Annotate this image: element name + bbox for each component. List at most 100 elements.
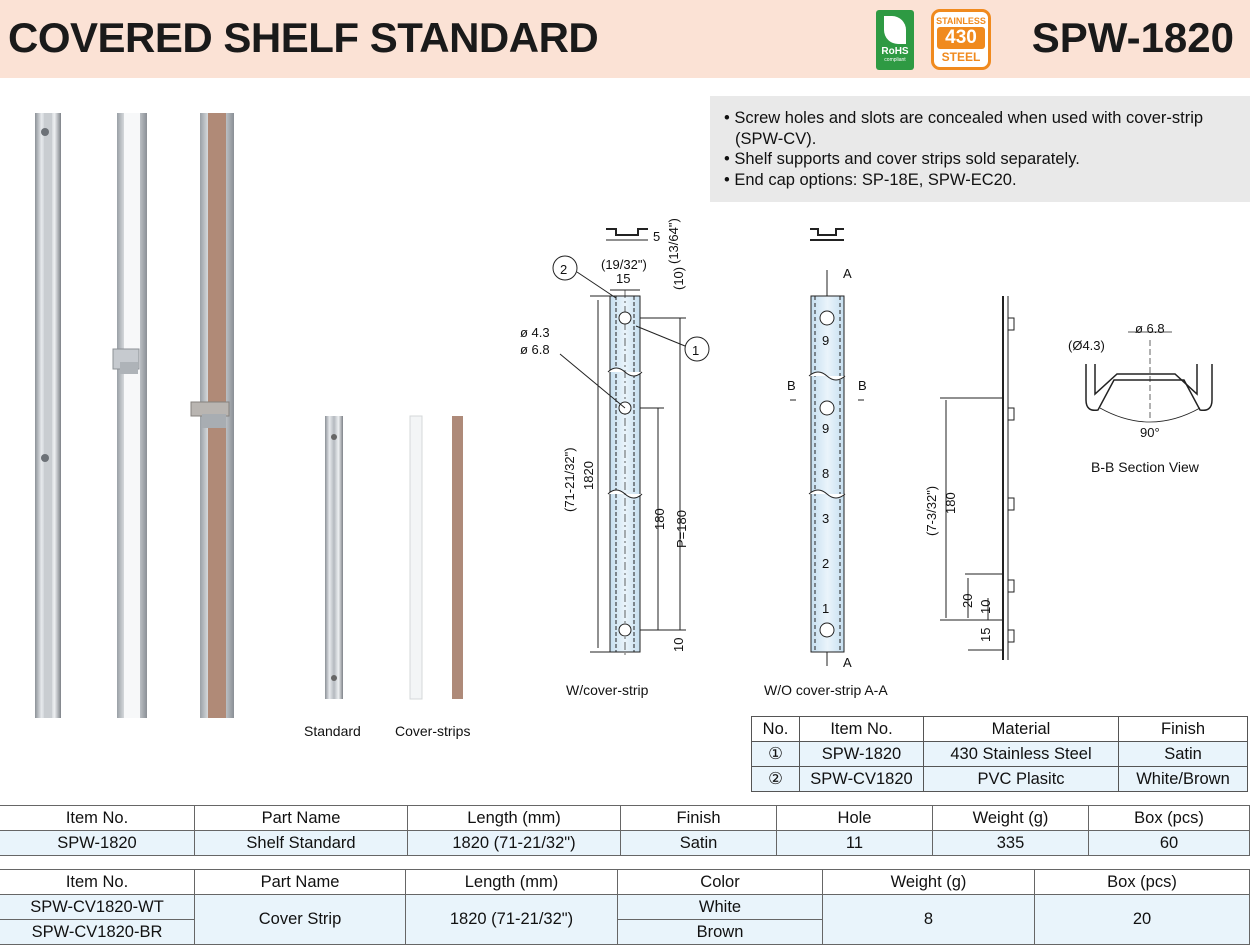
callout-2: 2 — [560, 262, 567, 277]
side-dim-10: 10 — [978, 600, 993, 614]
drawing-with-cover-labels: 5 (13/64") (19/32") 15 (10) ø 4.3 ø 6.8 … — [520, 218, 699, 652]
table-header: Box (pcs) — [1034, 869, 1250, 895]
table-cell: White/Brown — [1118, 766, 1248, 792]
table-row: ② SPW-CV1820 PVC Plasitc White/Brown — [751, 766, 1248, 792]
table-header-row: Item No. Part Name Length (mm) Color Wei… — [0, 869, 1250, 895]
table-header-row: No. Item No. Material Finish — [751, 716, 1248, 742]
table-cell: Shelf Standard — [194, 830, 408, 856]
table-header: Finish — [620, 805, 777, 831]
table-header-row: Item No. Part Name Length (mm) Finish Ho… — [0, 805, 1250, 831]
table-cell: 1820 (71-21/32") — [405, 894, 618, 945]
dim-10-bottom: 10 — [671, 638, 686, 652]
caption-standard: Standard — [304, 723, 361, 739]
drawing-without-cover-labels: A A B B 9 9 8 3 2 1 — [787, 266, 867, 670]
table-cell: 20 — [1034, 894, 1250, 945]
table-cell: Satin — [620, 830, 777, 856]
table-row: SPW-CV1820-WT Cover Strip 1820 (71-21/32… — [0, 894, 1250, 945]
table-header: Weight (g) — [932, 805, 1089, 831]
table-row: SPW-CV1820-BR Brown — [0, 919, 1250, 945]
scale-number: 3 — [822, 511, 829, 526]
table-row: ① SPW-1820 430 Stainless Steel Satin — [751, 741, 1248, 767]
caption-without-cover: W/O cover-strip A-A — [764, 682, 888, 698]
technical-drawing: 5 (13/64") (19/32") 15 (10) ø 4.3 ø 6.8 … — [35, 113, 1213, 718]
drawing-side-view-labels: (7-3/32") 180 20 10 15 — [924, 486, 993, 642]
table-header: Material — [923, 716, 1119, 742]
product-photo-standard — [35, 113, 61, 718]
table-header: Item No. — [799, 716, 924, 742]
dim-13-64: (13/64") — [666, 218, 681, 264]
product-photo-brown-cover — [190, 113, 234, 718]
note-item: End cap options: SP-18E, SPW-EC20. — [724, 170, 1250, 191]
dim-5: 5 — [653, 229, 660, 244]
product-photo-cover-strips — [409, 415, 463, 700]
spec-table: Item No. Part Name Length (mm) Finish Ho… — [0, 805, 1250, 856]
table-cell: ① — [751, 741, 800, 767]
steel-badge-bottom: STEEL — [941, 50, 981, 64]
dim-180: 180 — [652, 508, 667, 530]
steel-badge-grade: 430 — [937, 27, 985, 49]
table-cell: White — [617, 894, 823, 920]
table-header: Box (pcs) — [1088, 805, 1250, 831]
scale-number: 9 — [822, 333, 829, 348]
caption-cover-strips: Cover-strips — [395, 723, 471, 739]
table-cell: 335 — [932, 830, 1089, 856]
table-cell: ② — [751, 766, 800, 792]
steel-badge-top: STAINLESS — [936, 16, 986, 26]
table-header: Color — [617, 869, 823, 895]
model-number: SPW-1820 — [1031, 14, 1234, 61]
table-cell: Cover Strip — [194, 894, 406, 945]
dim-total-inch: (71-21/32") — [562, 447, 577, 512]
dim-hole-small: ø 4.3 — [520, 325, 550, 340]
stainless-steel-badge: STAINLESS 430 STEEL — [931, 9, 991, 70]
table-cell: SPW-1820 — [799, 741, 924, 767]
table-cell: SPW-CV1820 — [799, 766, 924, 792]
table-cell: SPW-1820 — [0, 830, 195, 856]
section-angle: 90° — [1140, 425, 1160, 440]
page-title: COVERED SHELF STANDARD — [8, 14, 599, 61]
header-banner: COVERED SHELF STANDARD RoHS compliant ST… — [0, 0, 1250, 78]
caption-with-cover: W/cover-strip — [566, 682, 649, 698]
section-b-left: B — [787, 378, 796, 393]
table-cell: 430 Stainless Steel — [923, 741, 1119, 767]
drawing-section-labels: (Ø4.3) ø 6.8 90° — [1068, 321, 1165, 440]
table-cell: 11 — [776, 830, 933, 856]
note-item: Shelf supports and cover strips sold sep… — [724, 149, 1250, 170]
table-cell: 1820 (71-21/32") — [407, 830, 621, 856]
table-header: Hole — [776, 805, 933, 831]
table-row: SPW-1820 Shelf Standard 1820 (71-21/32")… — [0, 830, 1250, 856]
table-cell: SPW-CV1820-BR — [0, 919, 195, 945]
rohs-sublabel: compliant — [884, 57, 906, 63]
table-cell: PVC Plasitc — [923, 766, 1119, 792]
side-dim-180: 180 — [943, 492, 958, 514]
caption-section: B-B Section View — [1091, 459, 1199, 475]
table-header: Finish — [1118, 716, 1248, 742]
scale-number: 1 — [822, 601, 829, 616]
note-item: Screw holes and slots are concealed when… — [724, 108, 1250, 149]
drawing-side-view — [940, 296, 1015, 660]
notes-box: Screw holes and slots are concealed when… — [710, 96, 1250, 202]
dim-15: 15 — [616, 271, 630, 286]
section-hole-large: ø 6.8 — [1135, 321, 1165, 336]
table-header: Weight (g) — [822, 869, 1035, 895]
scale-number: 9 — [822, 421, 829, 436]
table-header: Length (mm) — [405, 869, 618, 895]
table-header: No. — [751, 716, 800, 742]
section-b-right: B — [858, 378, 867, 393]
table-header: Item No. — [0, 805, 195, 831]
side-dim-20: 20 — [960, 594, 975, 608]
rohs-badge: RoHS compliant — [876, 10, 914, 70]
table-cell: 8 — [822, 894, 1035, 945]
parts-table: No. Item No. Material Finish ① SPW-1820 … — [751, 716, 1248, 792]
table-header: Item No. — [0, 869, 195, 895]
table-cell: 60 — [1088, 830, 1250, 856]
cover-strip-table: Item No. Part Name Length (mm) Color Wei… — [0, 869, 1250, 945]
dim-hole-large: ø 6.8 — [520, 342, 550, 357]
product-photo-standard-small — [325, 416, 343, 699]
section-hole-small: (Ø4.3) — [1068, 338, 1105, 353]
side-dim-inch: (7-3/32") — [924, 486, 939, 536]
table-header: Length (mm) — [407, 805, 621, 831]
section-a-bottom: A — [843, 655, 852, 670]
product-photo-white-cover — [112, 113, 147, 718]
side-dim-15: 15 — [978, 628, 993, 642]
drawing-without-cover-strip — [790, 228, 864, 666]
